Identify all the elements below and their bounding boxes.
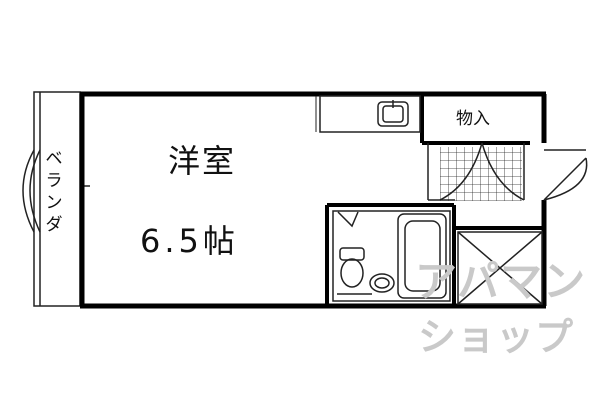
front-door (543, 149, 588, 201)
exterior-walls (79, 91, 547, 309)
balcony-label: ベランダ (45, 149, 63, 235)
kitchen-counter (319, 95, 421, 133)
watermark-line2: ショップ (418, 315, 575, 359)
watermark-line1: アパマン (415, 257, 587, 306)
storage-box (457, 231, 543, 305)
closet-label: 物入 (456, 109, 490, 129)
room-size-label: 6.5帖 (140, 222, 239, 260)
bathroom (332, 210, 451, 302)
entrance (427, 142, 525, 201)
room-name-label: 洋室 (168, 142, 237, 180)
interior-walls (325, 94, 544, 306)
